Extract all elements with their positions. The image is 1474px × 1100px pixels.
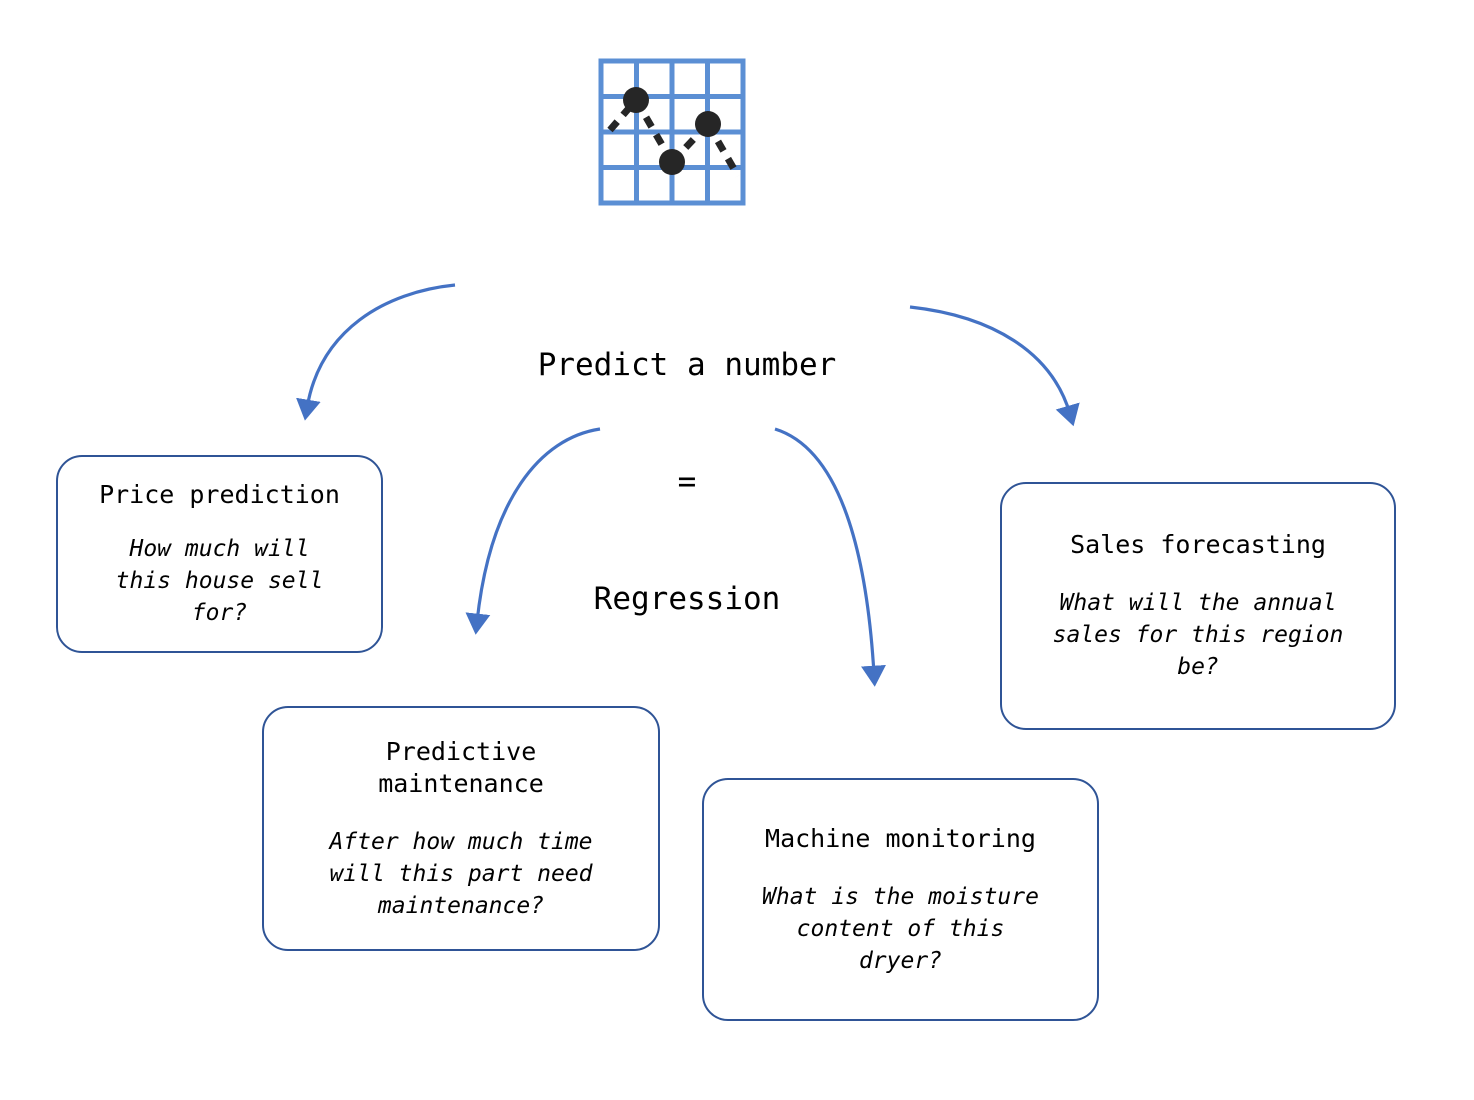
node-box-sales-forecasting[interactable]: Sales forecasting What will the annual s… (1000, 482, 1396, 730)
center-title-line-2: = (677, 464, 697, 500)
node-title-price-prediction: Price prediction (99, 480, 340, 509)
node-title-machine-monitoring: Machine monitoring (765, 823, 1036, 853)
page-title: Predict a number = Regression (437, 268, 937, 697)
node-box-predictive-maintenance[interactable]: Predictive maintenance After how much ti… (262, 706, 660, 951)
data-points (623, 87, 721, 175)
node-desc-price-prediction: How much will this house sell for? (115, 536, 324, 626)
arrow-to-price-prediction (296, 283, 456, 421)
node-box-price-prediction[interactable]: Price prediction How much will this hous… (56, 455, 383, 653)
node-title-sales-forecasting: Sales forecasting (1070, 530, 1326, 559)
node-desc-sales-forecasting: What will the annual sales for this regi… (1052, 590, 1344, 680)
regression-chart-icon (598, 58, 746, 206)
center-title-line-3: Regression (593, 581, 781, 617)
center-title-line-1: Predict a number (537, 347, 837, 383)
node-desc-predictive-maintenance: After how much time will this part need … (329, 828, 593, 919)
node-box-machine-monitoring[interactable]: Machine monitoring What is the moisture … (702, 778, 1099, 1021)
node-title-predictive-maintenance: Predictive maintenance (378, 736, 544, 798)
node-desc-machine-monitoring: What is the moisture content of this dry… (762, 883, 1039, 974)
